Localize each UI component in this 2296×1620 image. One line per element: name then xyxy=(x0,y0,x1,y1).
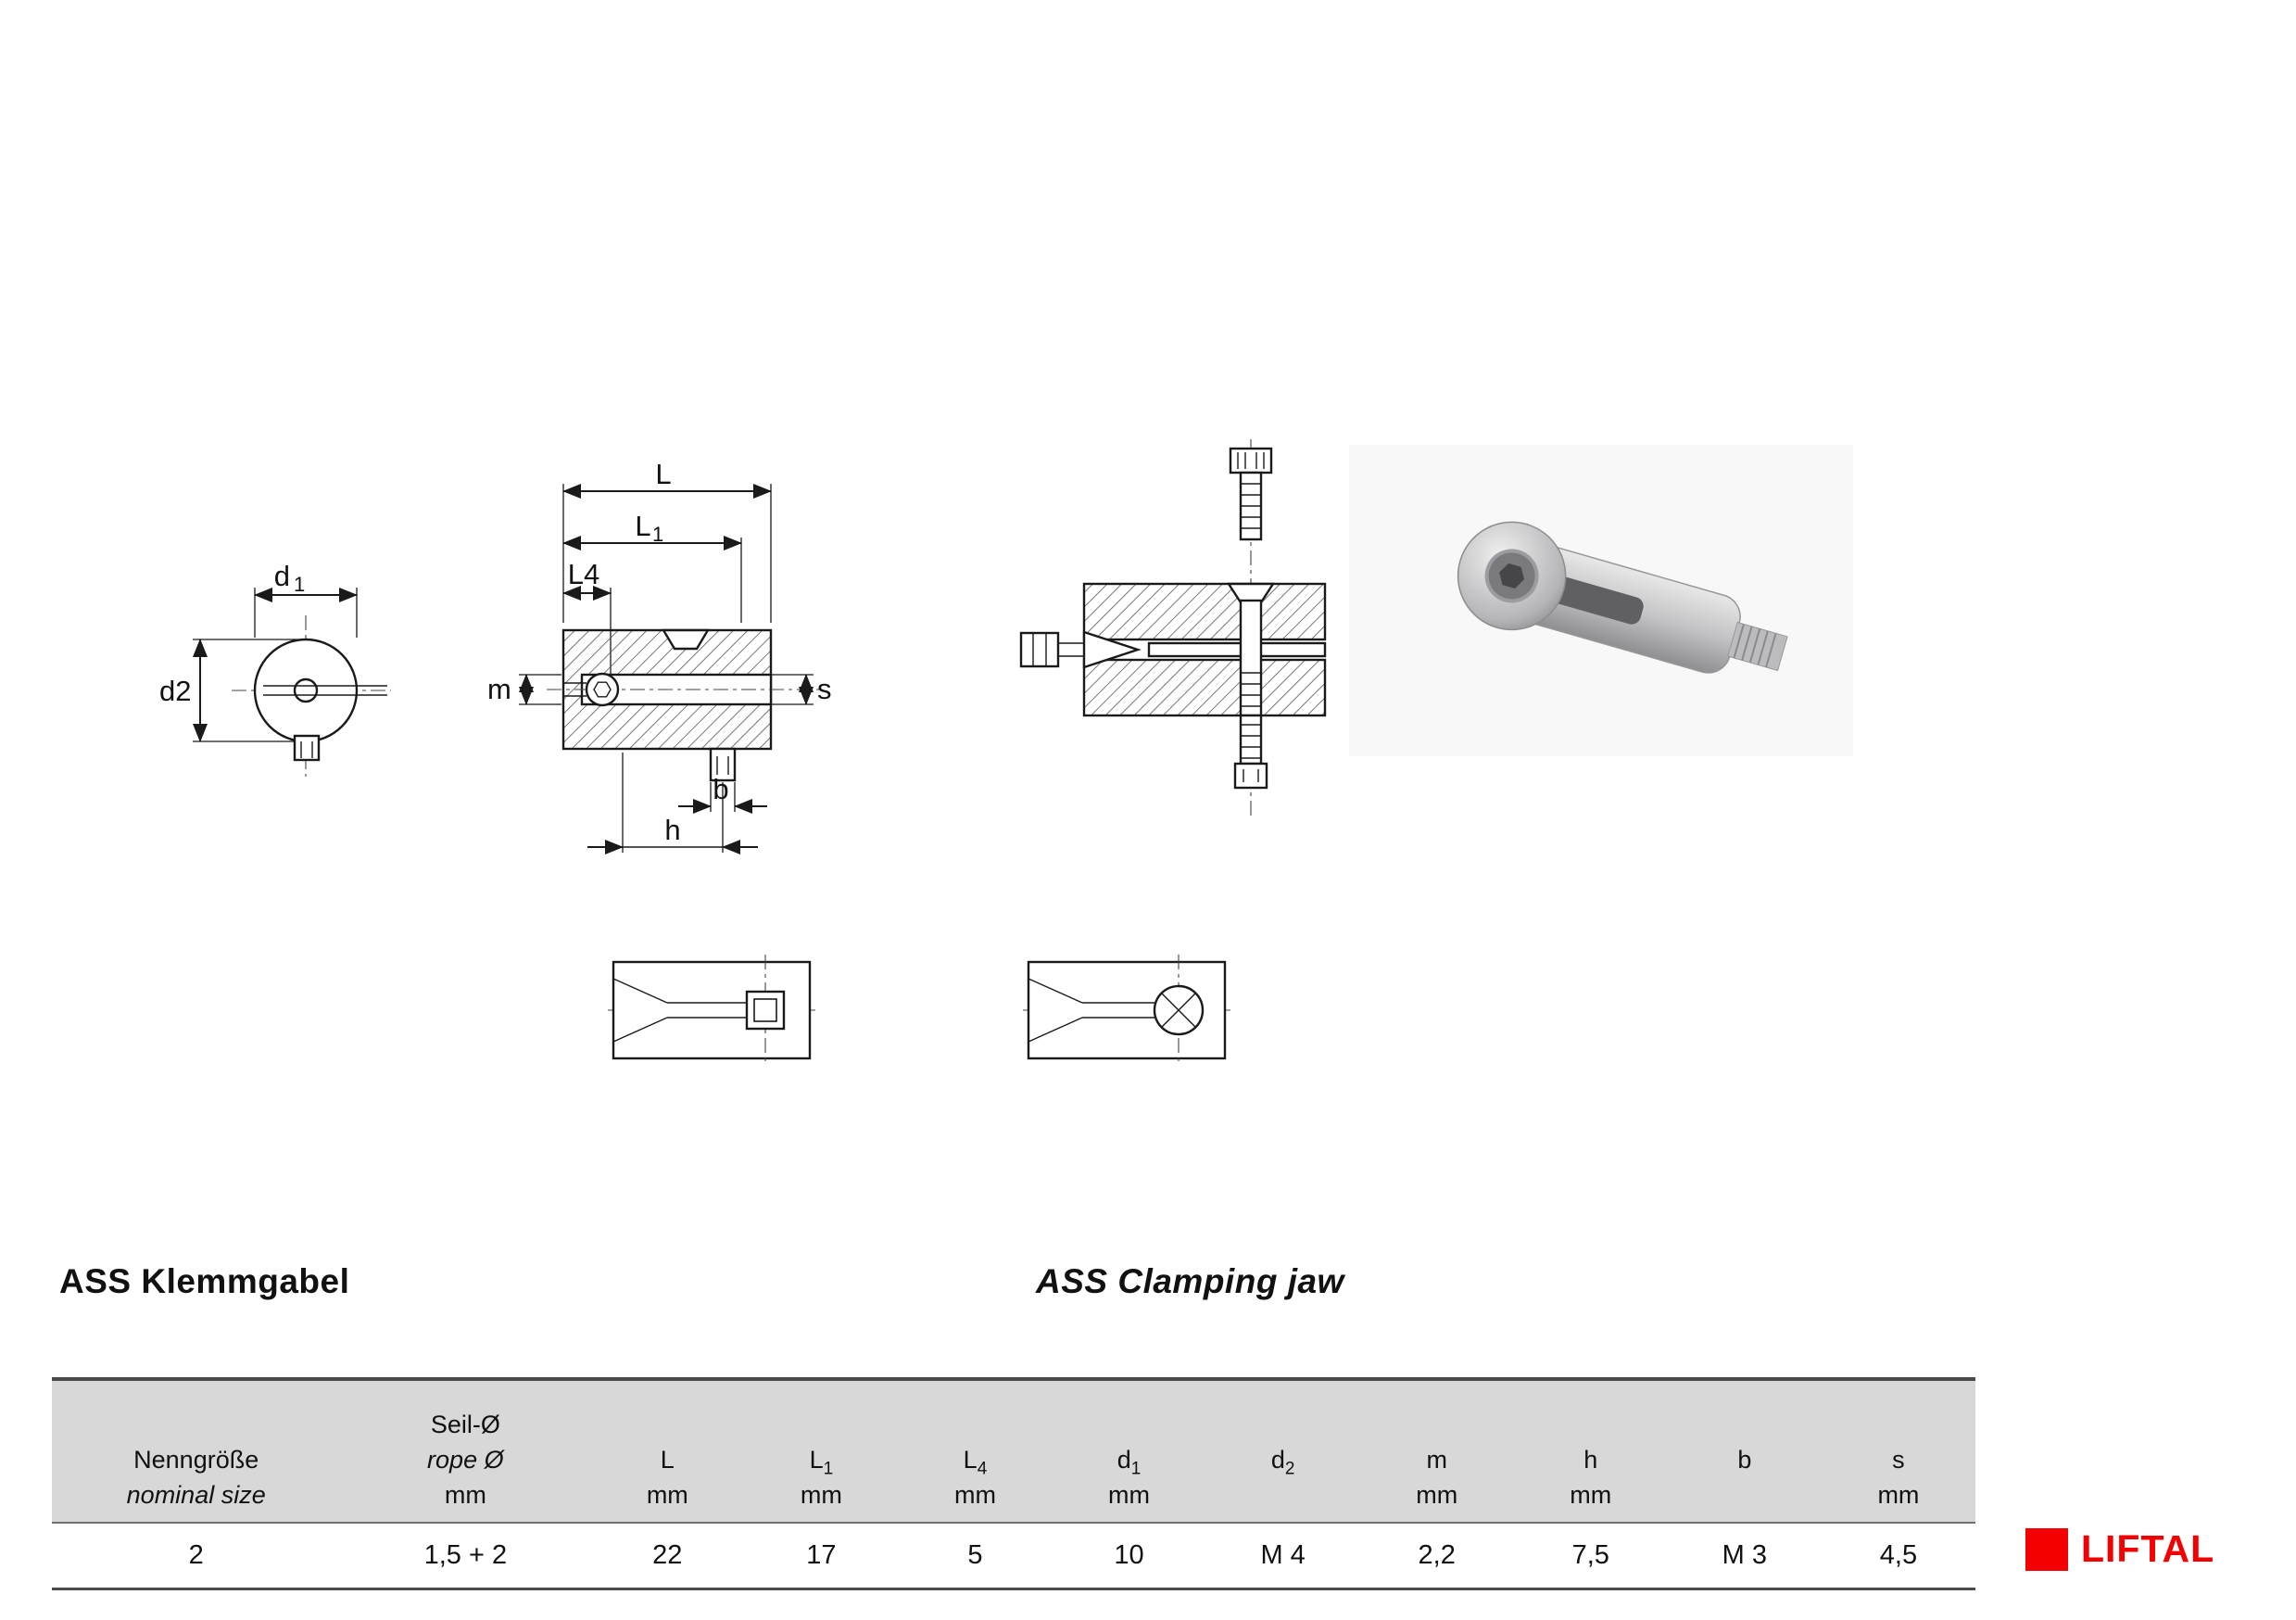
drawing-side-view: L L 1 L4 m s xyxy=(482,458,852,894)
header-rope-diameter: Seil-Ø rope Ø mm xyxy=(427,1411,504,1509)
cell-rope-diameter: 1,5 + 2 xyxy=(423,1540,508,1570)
table-data-row: 2 1,5 + 2 22 17 5 10 M 4 2,2 7,5 M 3 4,5 xyxy=(52,1524,1975,1590)
product-photo xyxy=(1349,445,1853,761)
dim-label-L1: L xyxy=(635,510,650,542)
drawing-top-view-1 xyxy=(608,955,815,1070)
header-L4: L4 mm xyxy=(953,1446,996,1509)
header-L1: L1 mm xyxy=(800,1446,842,1509)
dim-label-d2: d2 xyxy=(159,675,191,707)
page-title-german: ASS Klemmgabel xyxy=(59,1262,350,1300)
drawing-front-view: d 1 d2 xyxy=(158,556,417,839)
dim-label-L1-sub: 1 xyxy=(652,523,663,546)
cell-L1: 17 xyxy=(806,1540,837,1570)
page-title-english: ASS Clamping jaw xyxy=(1036,1262,1344,1300)
header-s: s mm xyxy=(1877,1446,1920,1509)
header-h: h mm xyxy=(1570,1446,1612,1509)
cell-s: 4,5 xyxy=(1879,1540,1918,1570)
dim-label-m: m xyxy=(487,673,511,705)
cell-b: M 3 xyxy=(1722,1540,1768,1570)
cell-L4: 5 xyxy=(967,1540,983,1570)
dimension-table: Nenngröße nominal size Seil-Ø rope Ø mm … xyxy=(52,1377,1975,1590)
header-b: b xyxy=(1737,1446,1752,1474)
header-L: L mm xyxy=(646,1446,688,1509)
dim-label-d1-sub: 1 xyxy=(294,573,305,596)
cell-d1: 10 xyxy=(1114,1540,1144,1570)
header-m: m mm xyxy=(1416,1446,1458,1509)
cell-L: 22 xyxy=(652,1540,683,1570)
header-d1: d1 mm xyxy=(1108,1446,1151,1509)
header-d2: d2 xyxy=(1270,1446,1295,1479)
table-header-row: Nenngröße nominal size Seil-Ø rope Ø mm … xyxy=(52,1377,1975,1524)
liftal-logo: LIFTAL xyxy=(2025,1527,2214,1571)
dim-label-d1: d xyxy=(274,560,290,592)
dim-label-s: s xyxy=(817,673,832,705)
logo-red-square xyxy=(2025,1527,2068,1571)
cell-h: 7,5 xyxy=(1571,1540,1609,1570)
dim-label-L4: L4 xyxy=(568,558,599,590)
cell-m: 2,2 xyxy=(1418,1540,1456,1570)
logo-text: LIFTAL xyxy=(2081,1527,2215,1570)
dim-label-L: L xyxy=(655,463,671,490)
dim-label-h: h xyxy=(664,814,680,846)
dim-label-b: b xyxy=(713,773,728,805)
drawing-top-view-2 xyxy=(1023,955,1230,1070)
cell-nominal-size: 2 xyxy=(188,1540,204,1570)
drawing-section-view xyxy=(1010,436,1362,829)
cell-d2: M 4 xyxy=(1260,1540,1306,1570)
header-nominal-size: Nenngröße nominal size xyxy=(126,1446,266,1509)
